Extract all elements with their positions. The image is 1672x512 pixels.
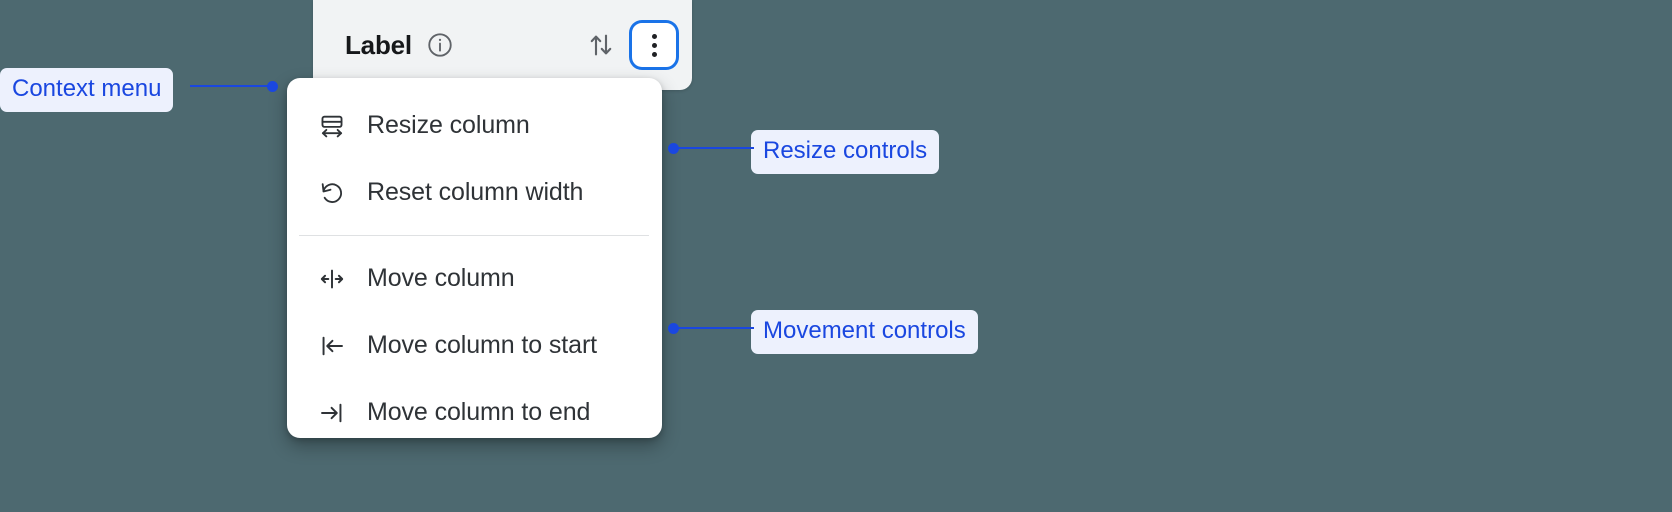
annotation-label-movement-controls: Movement controls (751, 310, 978, 354)
context-menu-panel: Resize column Reset column width (287, 78, 662, 438)
annotation-anchor-dot-movement-controls (668, 323, 679, 334)
menu-item-move-column-to-end[interactable]: Move column to end (287, 379, 662, 446)
sort-arrows-up-down-icon[interactable] (586, 30, 616, 60)
annotation-leader-line-context-menu (190, 85, 272, 87)
move-column-left-right-icon (319, 266, 345, 292)
menu-item-label: Resize column (367, 111, 530, 139)
move-to-end-icon (319, 400, 345, 426)
page-title: Label (345, 29, 412, 60)
column-header-card: Label (313, 0, 692, 90)
annotation-label-context-menu: Context menu (0, 68, 174, 112)
menu-divider (299, 235, 649, 236)
menu-item-resize-column[interactable]: Resize column (287, 92, 662, 159)
info-circle-icon[interactable] (426, 31, 454, 59)
menu-item-move-column-to-start[interactable]: Move column to start (287, 312, 662, 379)
annotation-anchor-dot-resize-controls (668, 143, 679, 154)
annotation-anchor-dot-context-menu (267, 81, 278, 92)
menu-item-reset-column-width[interactable]: Reset column width (287, 159, 662, 226)
kebab-dot-middle (651, 42, 657, 48)
kebab-more-vertical-icon (651, 33, 657, 39)
annotation-label-resize-controls: Resize controls (751, 130, 940, 174)
annotation-leader-line-resize-controls (676, 147, 754, 149)
menu-item-label: Reset column width (367, 178, 584, 206)
menu-item-label: Move column to end (367, 398, 591, 426)
overflow-menu-button[interactable] (632, 23, 676, 67)
menu-item-label: Move column (367, 264, 515, 292)
kebab-dot-bottom (651, 51, 657, 57)
menu-item-label: Move column to start (367, 331, 598, 359)
menu-item-move-column[interactable]: Move column (287, 245, 662, 312)
resize-column-icon (319, 113, 345, 139)
annotation-leader-line-movement-controls (676, 327, 754, 329)
reset-rotate-ccw-icon (319, 180, 345, 206)
move-to-start-icon (319, 333, 345, 359)
